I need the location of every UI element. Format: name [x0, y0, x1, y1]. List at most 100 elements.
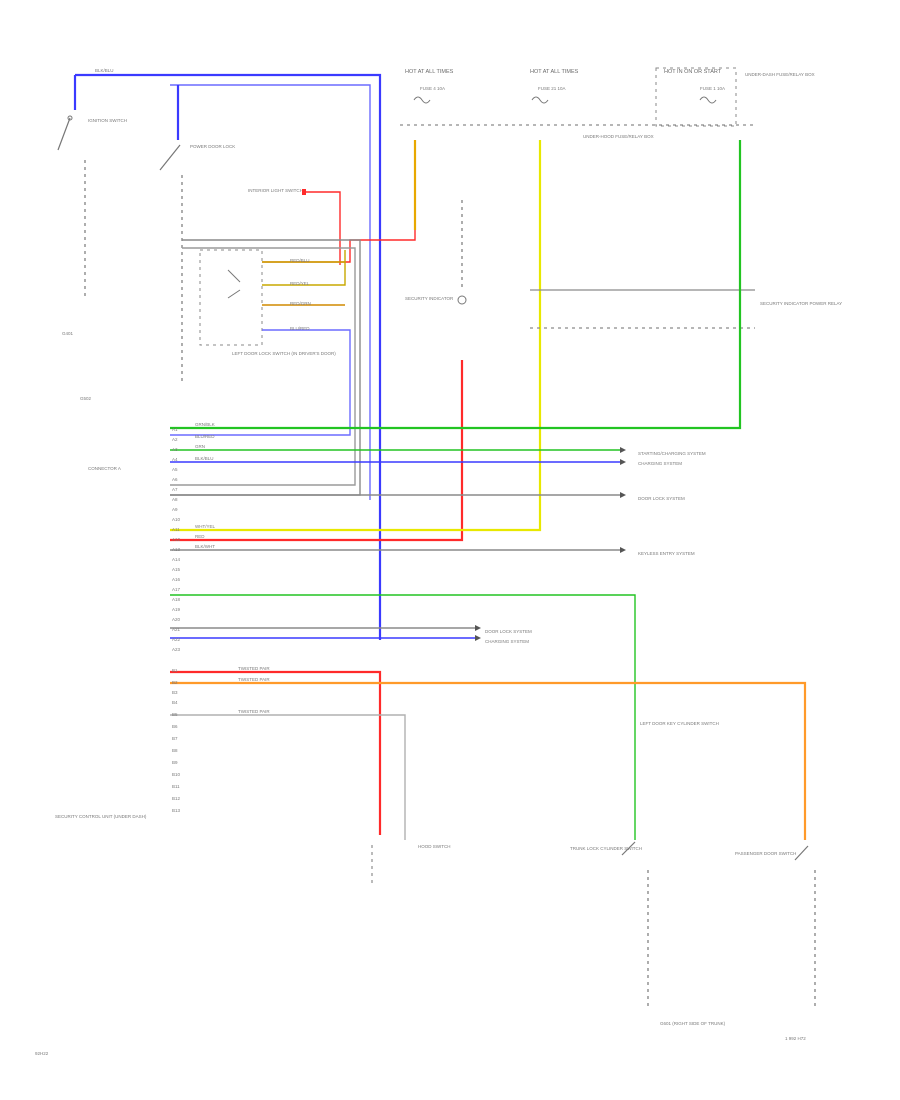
passenger-switch-label: PASSENGER DOOR SWITCH [735, 851, 796, 856]
svg-text:B8: B8 [172, 748, 178, 753]
passenger-switch-icon [794, 845, 809, 861]
svg-text:B5: B5 [172, 712, 178, 717]
security-indicator-label: SECURITY INDICATOR [405, 296, 454, 301]
door-switch-icon [227, 269, 241, 283]
connector-label: CONNECTOR A [88, 466, 121, 471]
ignition-switch-icon [57, 117, 71, 151]
power-door-lock-icon [159, 144, 181, 171]
grn-blk-label: GRN/BLK [195, 422, 215, 427]
red-grn-wire [305, 191, 341, 265]
svg-text:B4: B4 [172, 700, 178, 705]
svg-text:A6: A6 [172, 477, 178, 482]
blk-wht-label: BLK/WHT [195, 544, 215, 549]
svg-text:A10: A10 [172, 517, 181, 522]
red-label: RED [195, 534, 205, 539]
yellow-wire [170, 140, 542, 532]
svg-text:A15: A15 [172, 567, 181, 572]
svg-text:B10: B10 [172, 772, 181, 777]
footer-left-code: 92H22 [35, 1051, 49, 1056]
wht-yel-label: WHT/YEL [195, 524, 215, 529]
fuse-hot-label-1: HOT AT ALL TIMES [405, 69, 454, 75]
under-hood-box-label: UNDER-HOOD FUSE/RELAY BOX [583, 134, 654, 139]
svg-text:A14: A14 [172, 557, 181, 562]
fuse-c-icon [699, 96, 717, 104]
green-wire-trunk [170, 594, 636, 840]
interior-light-label: INTERIOR LIGHT SWITCH [248, 188, 303, 193]
trunk-switch-label: TRUNK LOCK CYLINDER SWITCH [570, 846, 642, 851]
blu-blk-label: BLK/BLU [95, 68, 114, 73]
svg-text:A20: A20 [172, 617, 181, 622]
red-twisted-wire [170, 670, 382, 835]
svg-text:A23: A23 [172, 647, 181, 652]
footer-right-code: 1 992 H72 [785, 1036, 806, 1041]
sys-d-label: DOOR LOCK SYSTEM [485, 629, 532, 634]
svg-text:A16: A16 [172, 577, 181, 582]
svg-text:A1: A1 [172, 427, 178, 432]
blu-red-label: BLU/RED [290, 326, 310, 331]
blk-blu-label: BLK/BLU [195, 456, 214, 461]
red-yel-label: RED/YEL [290, 281, 310, 286]
svg-text:A11: A11 [172, 527, 180, 532]
svg-text:B9: B9 [172, 760, 178, 765]
sys-b-label: DOOR LOCK SYSTEM [638, 496, 685, 501]
left-door-switch-label: LEFT DOOR LOCK SWITCH (IN DRIVER'S DOOR) [232, 351, 336, 356]
svg-text:A4: A4 [172, 457, 178, 462]
grn-label: GRN [195, 444, 205, 449]
security-indicator-icon [457, 295, 467, 305]
svg-text:A3: A3 [172, 447, 178, 452]
svg-text:A18: A18 [172, 597, 181, 602]
svg-text:A7: A7 [172, 487, 178, 492]
blu-door-wire [170, 329, 351, 436]
hood-switch-label: HOOD SWITCH [418, 844, 451, 849]
blu-red-label-2: BLU/RED [195, 434, 215, 439]
svg-text:A21: A21 [172, 627, 181, 632]
svg-text:A12: A12 [172, 537, 181, 542]
svg-text:B11: B11 [172, 784, 180, 789]
red-wire-security [170, 360, 464, 542]
green-wire-main [170, 140, 742, 430]
gray-twisted-wire [170, 714, 406, 840]
under-dash-fuse-box [655, 67, 737, 127]
fuse-hot-label-3: HOT IN ON OR START [664, 69, 722, 75]
connector-pins-a: A1 A2 A3 A4 A5 A6 A7 A8 A9 A10 A11 A12 A… [172, 427, 181, 652]
svg-text:B1: B1 [172, 668, 178, 673]
svg-text:B13: B13 [172, 808, 181, 813]
svg-text:B2: B2 [172, 680, 178, 685]
fuse-a-label: FUSE 4 10A [420, 86, 445, 91]
fuse-b-label: FUSE 21 10A [538, 86, 566, 91]
svg-text:A19: A19 [172, 607, 181, 612]
fuse-c-label: FUSE 1 10A [700, 86, 725, 91]
svg-text:B7: B7 [172, 736, 178, 741]
red-blu-label: RED/BLU [290, 258, 310, 263]
sys-c-label: KEYLESS ENTRY SYSTEM [638, 551, 695, 556]
sys-d2-label: CHARGING SYSTEM [485, 639, 529, 644]
fuse-a-icon [413, 96, 431, 104]
left-door-switch-box [199, 249, 263, 346]
ground-label-b: G502 [80, 396, 92, 401]
svg-text:B12: B12 [172, 796, 181, 801]
left-ground-label: G401 [62, 331, 74, 336]
connector-pins-b: B1 B2 B3 B4 B5 B6 B7 B8 B9 B10 B11 B12 B… [172, 668, 181, 813]
power-door-lock-label: POWER DOOR LOCK [190, 144, 235, 149]
blue-wire-2 [170, 84, 371, 500]
svg-text:A2: A2 [172, 437, 178, 442]
under-dash-box-label: UNDER-DASH FUSE/RELAY BOX [745, 72, 815, 77]
svg-text:B6: B6 [172, 724, 178, 729]
fuse-b-icon [531, 96, 549, 104]
svg-text:B3: B3 [172, 690, 178, 695]
twisted-label-2: TWISTED PAIR [238, 677, 270, 682]
red-grn-label: RED/GRN [290, 301, 311, 306]
ignition-switch-label: IGNITION SWITCH [88, 118, 127, 123]
blue-wire-main [75, 73, 382, 640]
svg-text:A9: A9 [172, 507, 178, 512]
svg-text:A13: A13 [172, 547, 181, 552]
sys-a-label: STARTING/CHARGING SYSTEM [638, 451, 706, 456]
fuse-hot-label-2: HOT AT ALL TIMES [530, 69, 579, 75]
twisted-label-1: TWISTED PAIR [238, 666, 270, 671]
sys-a2-label: CHARGING SYSTEM [638, 461, 682, 466]
svg-text:A8: A8 [172, 497, 178, 502]
red-wire-up [262, 140, 416, 263]
security-unit-label: SECURITY CONTROL UNIT (UNDER DASH) [55, 814, 147, 819]
svg-text:A22: A22 [172, 637, 181, 642]
